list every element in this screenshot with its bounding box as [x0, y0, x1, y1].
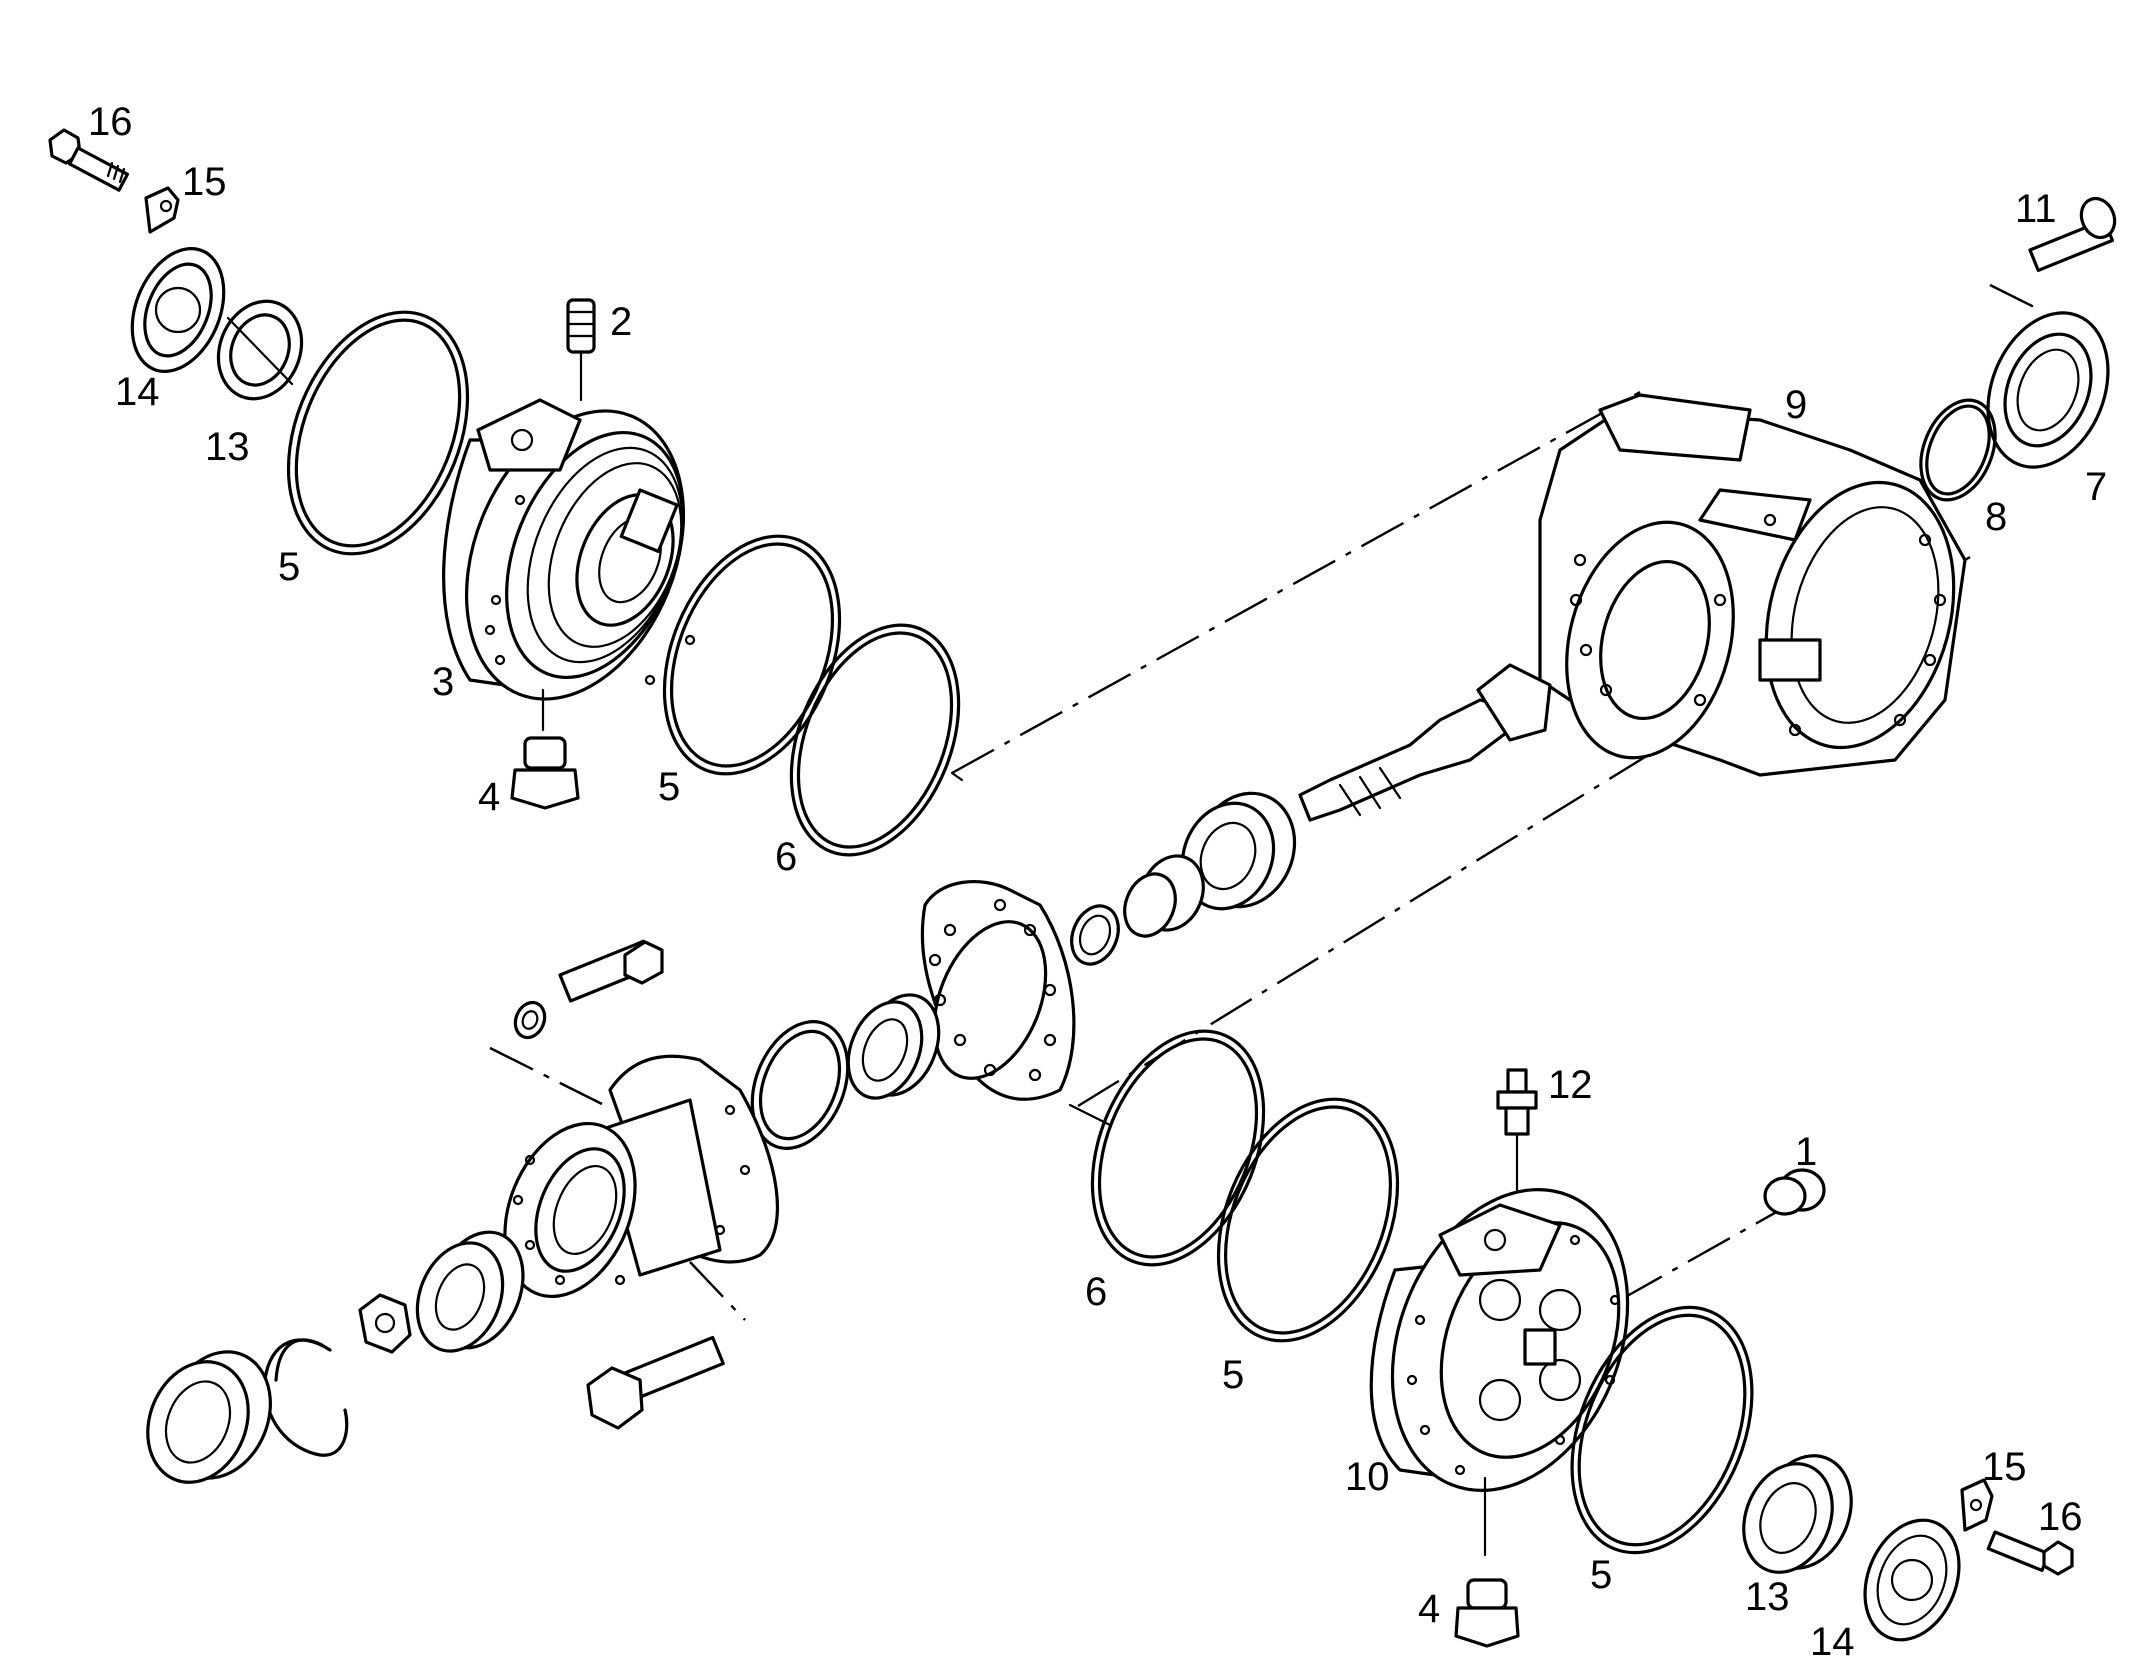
label-breather-2: 2 — [610, 300, 632, 344]
plug-1 — [1763, 1168, 1826, 1216]
bearing-far-left — [146, 1350, 272, 1484]
label-cover-14-top-left: 14 — [115, 370, 160, 414]
bearing-center — [1180, 791, 1297, 911]
bearing-13-top-left — [216, 299, 304, 401]
bearing-lower-left — [415, 1230, 525, 1353]
circlip-lower-left — [263, 1338, 349, 1457]
label-main-housing-9: 9 — [1785, 383, 1807, 427]
label-seal-ring-6-mid: 6 — [775, 835, 797, 879]
label-lock-plate-15-top-left: 15 — [182, 160, 227, 204]
seal-hub — [750, 1020, 850, 1150]
cover-14-bottom-right — [1863, 1518, 1961, 1642]
bolt-hub-upper — [558, 939, 664, 1003]
label-oring-5-lower-b: 5 — [1590, 1553, 1612, 1597]
oring-5-lower-a — [1216, 1097, 1400, 1343]
label-ring-8: 8 — [1985, 495, 2007, 539]
label-bearing-13-bottom-right: 13 — [1745, 1575, 1790, 1619]
flange-plate — [920, 879, 1076, 1101]
label-oring-5-lower-a: 5 — [1222, 1353, 1244, 1397]
fitting-12 — [1496, 1068, 1538, 1202]
cover-14-top-left — [130, 247, 226, 373]
housing-10 — [1369, 1188, 1630, 1557]
plug-4-left — [510, 736, 580, 810]
bolt-11 — [2028, 196, 2117, 272]
label-bolt-16-top-left: 16 — [88, 100, 133, 144]
label-oring-5-mid: 5 — [658, 765, 680, 809]
lock-plate-15-top-left — [144, 186, 180, 234]
lock-plate-15-bottom-right — [1960, 1478, 1994, 1532]
bolt-hub-lower — [586, 1335, 725, 1430]
plug-4-bottom — [1454, 1578, 1520, 1648]
bolt-16-bottom-right — [1986, 1530, 2074, 1576]
label-oring-5-top-left: 5 — [278, 545, 300, 589]
label-plug-4-bottom: 4 — [1418, 1587, 1440, 1631]
bolt-16-top-left — [48, 128, 130, 192]
label-bolt-16-bottom-right: 16 — [2038, 1495, 2083, 1539]
label-plug-4-left: 4 — [478, 775, 500, 819]
label-cover-14-bottom-right: 14 — [1810, 1620, 1855, 1664]
label-seal-7: 7 — [2085, 465, 2107, 509]
label-fitting-12: 12 — [1548, 1063, 1593, 1107]
oring-5-lower-b — [1570, 1305, 1754, 1555]
bearing-hub — [846, 993, 941, 1100]
label-seal-ring-6-lower: 6 — [1085, 1270, 1107, 1314]
housing-3 — [442, 398, 696, 732]
ring-center — [1070, 904, 1120, 966]
label-bolt-11: 11 — [2015, 187, 2057, 231]
washer-hub-upper — [513, 1000, 547, 1040]
label-lock-plate-15-bottom-right: 15 — [1982, 1445, 2027, 1489]
bearing-13-bottom-right — [1742, 1454, 1853, 1574]
part-labels: 16 15 14 13 5 2 3 4 5 6 9 11 7 8 12 1 6 … — [88, 100, 2107, 1664]
seal-ring-6-lower — [1090, 1029, 1266, 1267]
oring-5-top-left — [286, 310, 470, 556]
label-plug-1: 1 — [1795, 1130, 1817, 1174]
pinion-shaft — [1298, 663, 1552, 822]
label-housing-10: 10 — [1345, 1455, 1390, 1499]
hub — [503, 1054, 779, 1299]
ring-8 — [1919, 398, 1997, 502]
label-housing-3: 3 — [432, 660, 454, 704]
seal-ring-6-mid — [789, 623, 961, 857]
label-bearing-13-top-left: 13 — [205, 425, 250, 469]
main-housing-9 — [1538, 393, 1967, 777]
nut-lower-left — [358, 1293, 412, 1354]
seal-7 — [1986, 311, 2110, 469]
breather-2 — [566, 298, 596, 402]
sleeve-center — [1123, 854, 1205, 938]
